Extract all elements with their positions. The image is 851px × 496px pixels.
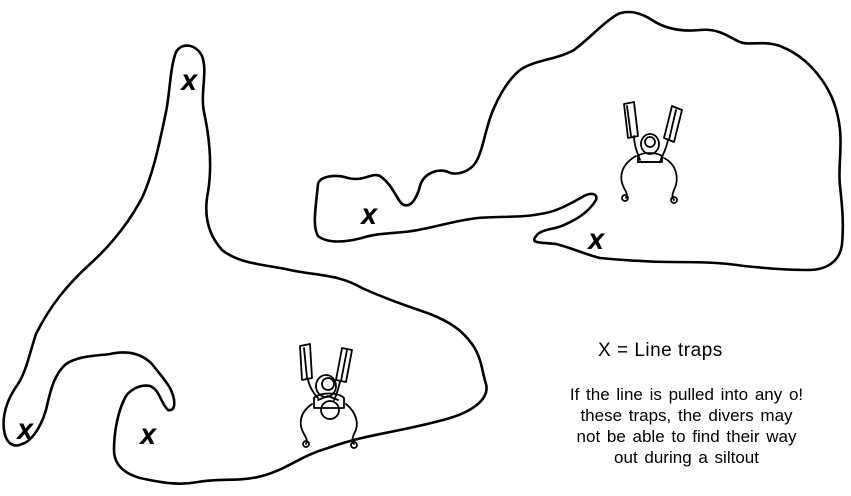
note-line: If the line is pulled into any o! (522, 384, 851, 405)
line-trap-marker: X (15, 420, 35, 444)
note-line: out during a siltout (522, 447, 851, 468)
line-trap-marker: X (179, 71, 199, 95)
warning-note: If the line is pulled into any o! these … (522, 384, 851, 468)
diver-top-view-icon (300, 344, 357, 448)
line-trap-marker: X (138, 425, 158, 449)
line-trap-marker: X (359, 205, 379, 229)
line-trap-marker: X (586, 230, 606, 254)
diver-top-view-icon (621, 102, 682, 203)
note-line: these traps, the divers may (522, 405, 851, 426)
lower-cave-outline (4, 46, 487, 484)
note-line: not be able to find their way (522, 426, 851, 447)
upper-cave-outline (315, 12, 843, 270)
legend-label: X = Line traps (598, 340, 808, 362)
